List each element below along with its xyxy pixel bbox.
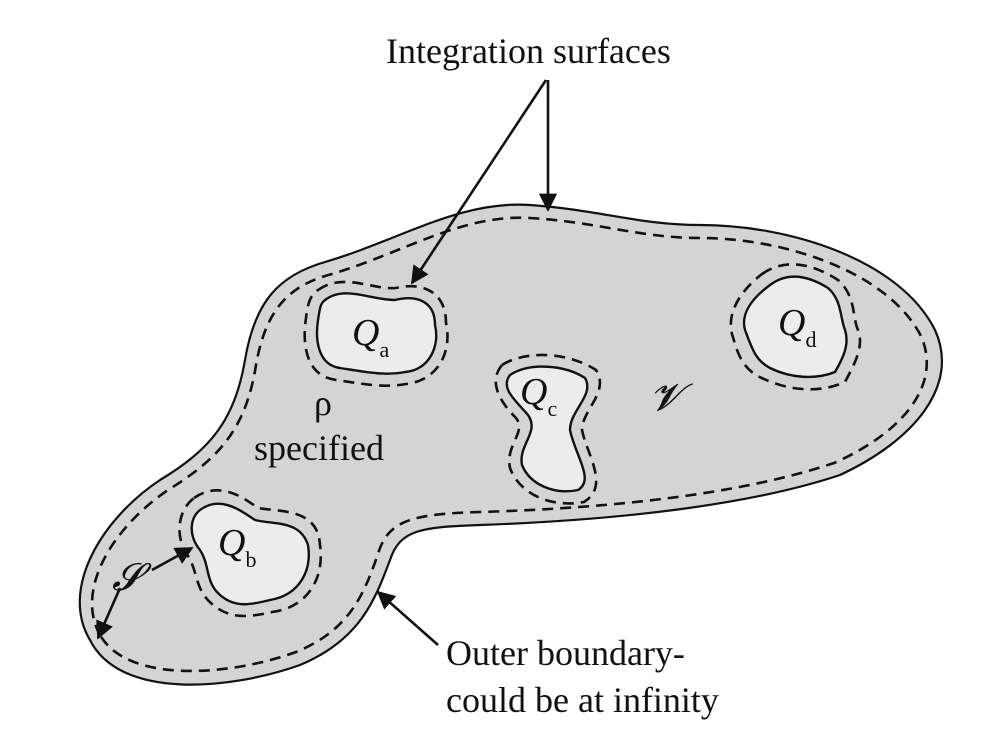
arrow-to-outer-boundary — [376, 590, 439, 646]
specified-label: specified — [254, 428, 384, 468]
arrow-s-to-outer-surface — [96, 587, 122, 640]
volume-region — [78, 203, 944, 686]
rho-label: ρ — [314, 383, 332, 423]
outer-boundary-label: Outer boundary- — [446, 633, 685, 673]
outer-integration-surface — [90, 216, 928, 673]
outer-boundary-label-line2: could be at infinity — [446, 680, 719, 720]
integration-surfaces-label: Integration surfaces — [386, 31, 671, 71]
charge-label-c: Qc — [520, 371, 557, 421]
arrow-s-to-qb-surface — [151, 546, 194, 572]
charge-region-d — [729, 263, 862, 391]
charge-label-a: Qa — [352, 312, 389, 362]
arrow-to-qa-surface — [410, 79, 548, 285]
charge-region-c — [494, 353, 602, 505]
charge-region-a — [303, 280, 449, 387]
charge-label-b: Qb — [218, 522, 256, 572]
charge-label-d: Qd — [778, 302, 816, 352]
